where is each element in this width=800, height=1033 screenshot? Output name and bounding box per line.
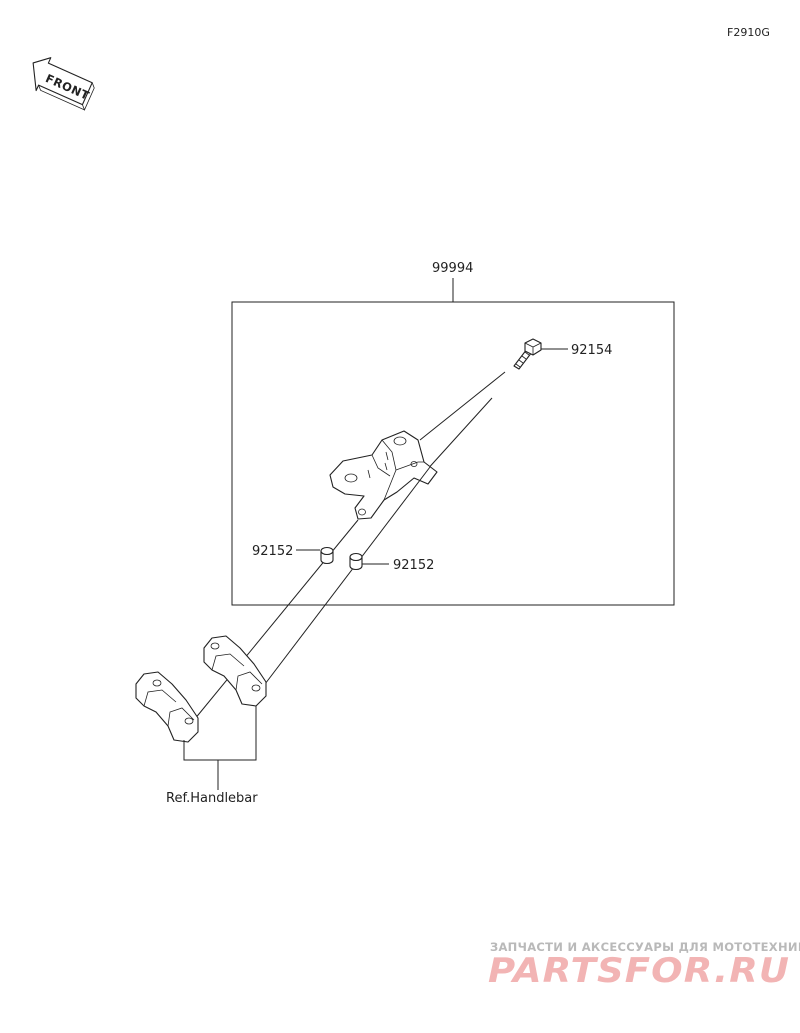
- collar-right-part-number: 92152: [393, 558, 434, 573]
- bolt: [513, 338, 542, 370]
- bolt-part-number: 92154: [571, 343, 612, 358]
- watermark-tagline: ЗАПЧАСТИ И АКСЕССУАРЫ ДЛЯ МОТОТЕХНИКИ: [490, 940, 800, 954]
- collar-left-part-number: 92152: [252, 544, 293, 559]
- handlebar-clamp-left: [135, 671, 199, 743]
- reference-label: Ref.Handlebar: [166, 791, 258, 806]
- front-arrow-icon: FRONT: [32, 57, 95, 111]
- mount-bracket: [329, 430, 438, 520]
- reference-bracket: [183, 706, 257, 761]
- figure-code: F2910G: [727, 26, 770, 39]
- guide-line-a: [419, 371, 506, 441]
- assembly-part-number: 99994: [432, 261, 473, 276]
- handlebar-clamp-right: [203, 635, 267, 707]
- collar-right: [349, 552, 363, 571]
- watermark-logo: PARTSFOR.RU: [488, 951, 790, 991]
- guide-line-b: [424, 397, 493, 473]
- guide-line-right: [261, 466, 431, 689]
- collar-left: [320, 546, 334, 565]
